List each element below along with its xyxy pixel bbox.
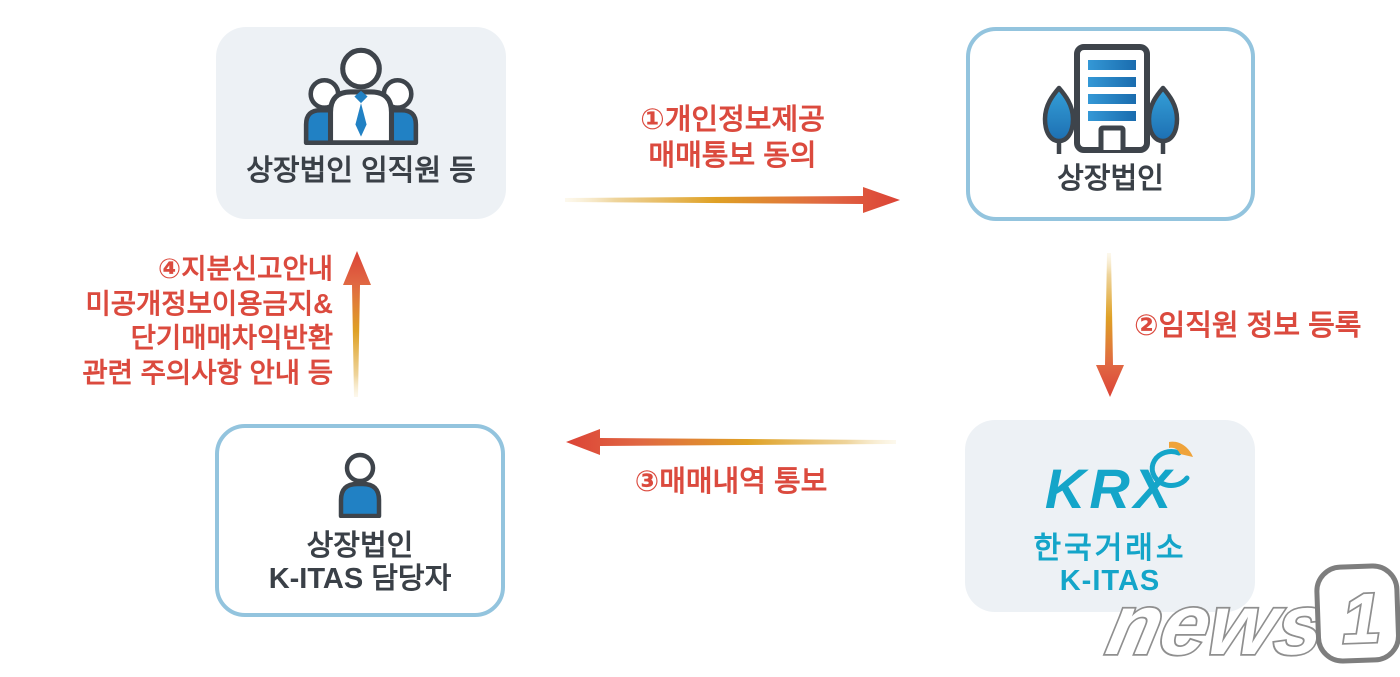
- flow-step1-label: ①개인정보제공 매매통보 동의: [565, 102, 900, 174]
- node-manager-line1: 상장법인: [306, 530, 414, 562]
- news1-watermark-icon: news 1: [1098, 563, 1400, 675]
- krx-system-label: K-ITAS: [1059, 565, 1161, 597]
- flow-step1-line1: ①개인정보제공: [640, 104, 825, 136]
- flow-step3-label: ③매매내역 통보: [634, 466, 828, 498]
- flow-step1-line2: 매매통보 동의: [648, 140, 817, 172]
- flow-step4-line2: 미공개정보이용금지&: [85, 287, 333, 319]
- flow-step4-line1: ④지분신고안내: [157, 253, 333, 284]
- flow-step4-label: ④지분신고안내 미공개정보이용금지& 단기매매차익반환 관련 주의사항 안내 등: [55, 252, 333, 390]
- node-employees-label: 상장법인 임직원 등: [246, 155, 476, 187]
- flow-step2-label: ②임직원 정보 등록: [1134, 310, 1362, 342]
- node-manager-line2: K-ITAS 담당자: [268, 563, 452, 595]
- arrow-step1: [565, 187, 900, 213]
- flow-step4-line3: 단기매매차익반환: [130, 322, 333, 353]
- arrow-step2: [1096, 253, 1124, 397]
- node-employees: 상장법인 임직원 등: [216, 27, 506, 219]
- krx-swoosh-icon: [1149, 441, 1193, 489]
- building-icon: [1042, 44, 1179, 154]
- watermark-badge-text: 1: [1341, 579, 1383, 658]
- people-icon: [303, 47, 419, 145]
- node-company-label: 상장법인: [1057, 163, 1164, 195]
- krx-logo-text: KRX: [1044, 457, 1176, 520]
- node-manager-label: 상장법인 K-ITAS 담당자: [269, 530, 452, 596]
- flow-step4-line4: 관련 주의사항 안내 등: [82, 356, 333, 388]
- arrow-step4: [343, 251, 371, 397]
- krx-name-label: 한국거래소: [1033, 532, 1187, 565]
- node-manager: 상장법인 K-ITAS 담당자: [215, 424, 505, 617]
- node-company: 상장법인: [966, 27, 1255, 221]
- watermark-news-text: news: [1100, 577, 1335, 673]
- person-icon: [338, 452, 382, 518]
- arrow-step3: [566, 429, 896, 455]
- node-krx: KRX 한국거래소 K-ITAS: [965, 420, 1255, 612]
